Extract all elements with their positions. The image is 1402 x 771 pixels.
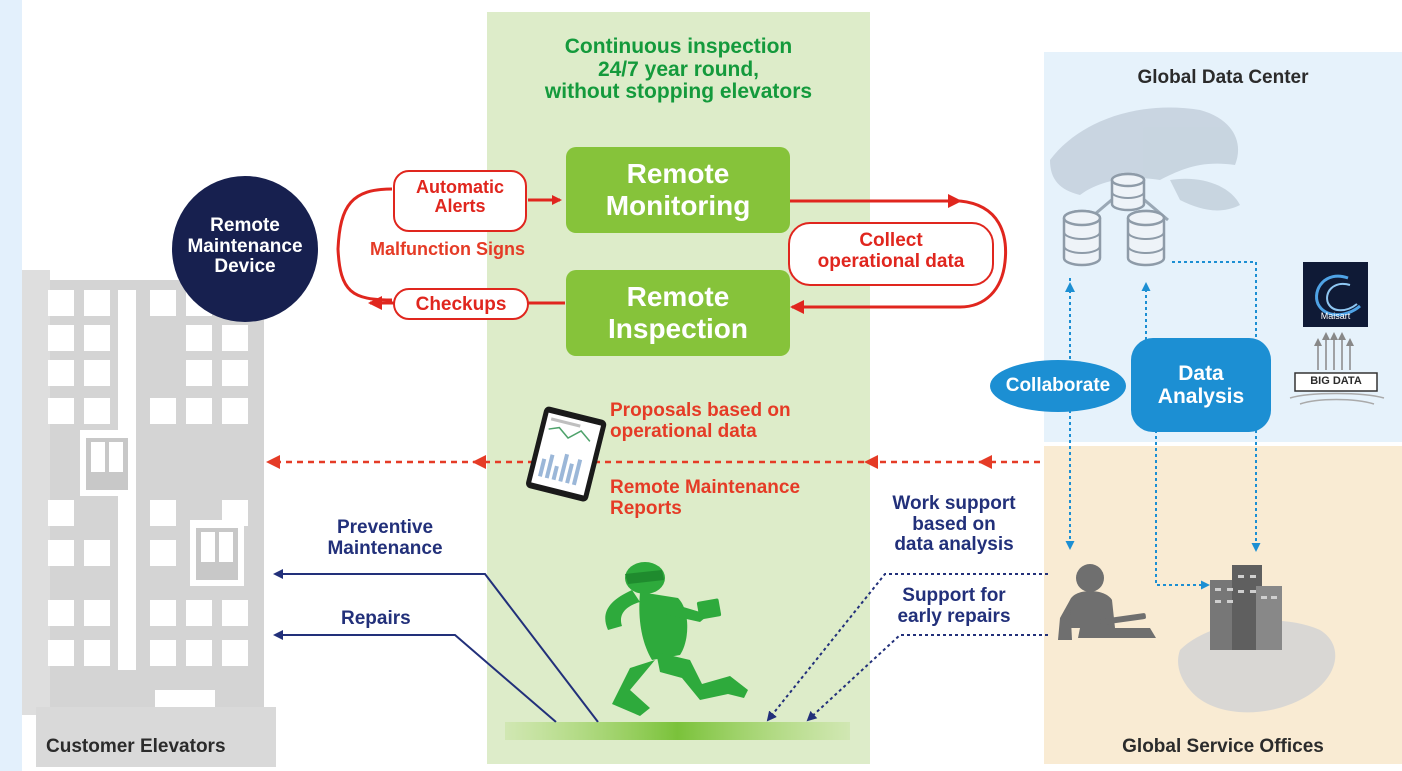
collaborate-dotted-line bbox=[1065, 278, 1075, 550]
checkups-pill: Checkups bbox=[393, 288, 529, 320]
early-repairs-dotted-arrow bbox=[806, 634, 1048, 722]
proposals-label: Proposals based on operational data bbox=[610, 400, 791, 442]
repairs-arrow bbox=[273, 630, 557, 723]
preventive-arrow bbox=[273, 569, 599, 723]
running-technician-icon bbox=[605, 562, 748, 716]
maisart-logo-text: Maisart bbox=[1320, 311, 1351, 321]
service-offices-title: Global Service Offices bbox=[1122, 736, 1324, 757]
big-data-icon bbox=[1289, 332, 1385, 405]
device-label: Remote Maintenance Device bbox=[187, 215, 303, 278]
preventive-label: Preventive Maintenance bbox=[327, 517, 443, 559]
analysis-down-dotted-line bbox=[1155, 430, 1210, 590]
world-map-icon bbox=[1050, 107, 1240, 211]
left-edge-strip bbox=[0, 0, 22, 771]
elevator-door-lower bbox=[190, 520, 244, 586]
database-cluster-icon bbox=[1062, 172, 1169, 267]
alerts-arrow-path bbox=[336, 187, 393, 302]
tablet-chart-icon bbox=[525, 406, 607, 502]
collect-data-pill: Collect operational data bbox=[788, 222, 994, 286]
repairs-label: Repairs bbox=[341, 608, 411, 629]
floor-bar bbox=[505, 722, 850, 740]
proposals-dashed-arrow bbox=[266, 455, 1040, 469]
building-icon bbox=[22, 270, 276, 767]
data-center-title: Global Data Center bbox=[1137, 67, 1309, 88]
operator-at-desk-icon bbox=[1058, 564, 1156, 640]
work-support-dotted-arrow bbox=[766, 573, 1048, 722]
collaborate-badge: Collaborate bbox=[990, 360, 1126, 412]
work-support-label: Work support based on data analysis bbox=[892, 493, 1016, 556]
customer-elevators-label: Customer Elevators bbox=[46, 736, 226, 757]
elevator-door-upper bbox=[80, 430, 134, 496]
automatic-alerts-pill: Automatic Alerts bbox=[393, 170, 527, 232]
early-repairs-label: Support for early repairs bbox=[897, 585, 1011, 627]
device-circle bbox=[172, 176, 318, 322]
analysis-right-dotted-line bbox=[1172, 261, 1261, 552]
collect-loop-path bbox=[959, 199, 1008, 309]
center-headline: Continuous inspection 24/7 year round, w… bbox=[544, 35, 813, 104]
malfunction-label: Malfunction Signs bbox=[370, 239, 525, 259]
office-buildings-icon bbox=[1210, 565, 1282, 650]
big-data-text: BIG DATA bbox=[1310, 375, 1362, 387]
reports-label: Remote Maintenance Reports bbox=[610, 477, 801, 519]
maisart-logo-icon bbox=[1303, 262, 1368, 327]
